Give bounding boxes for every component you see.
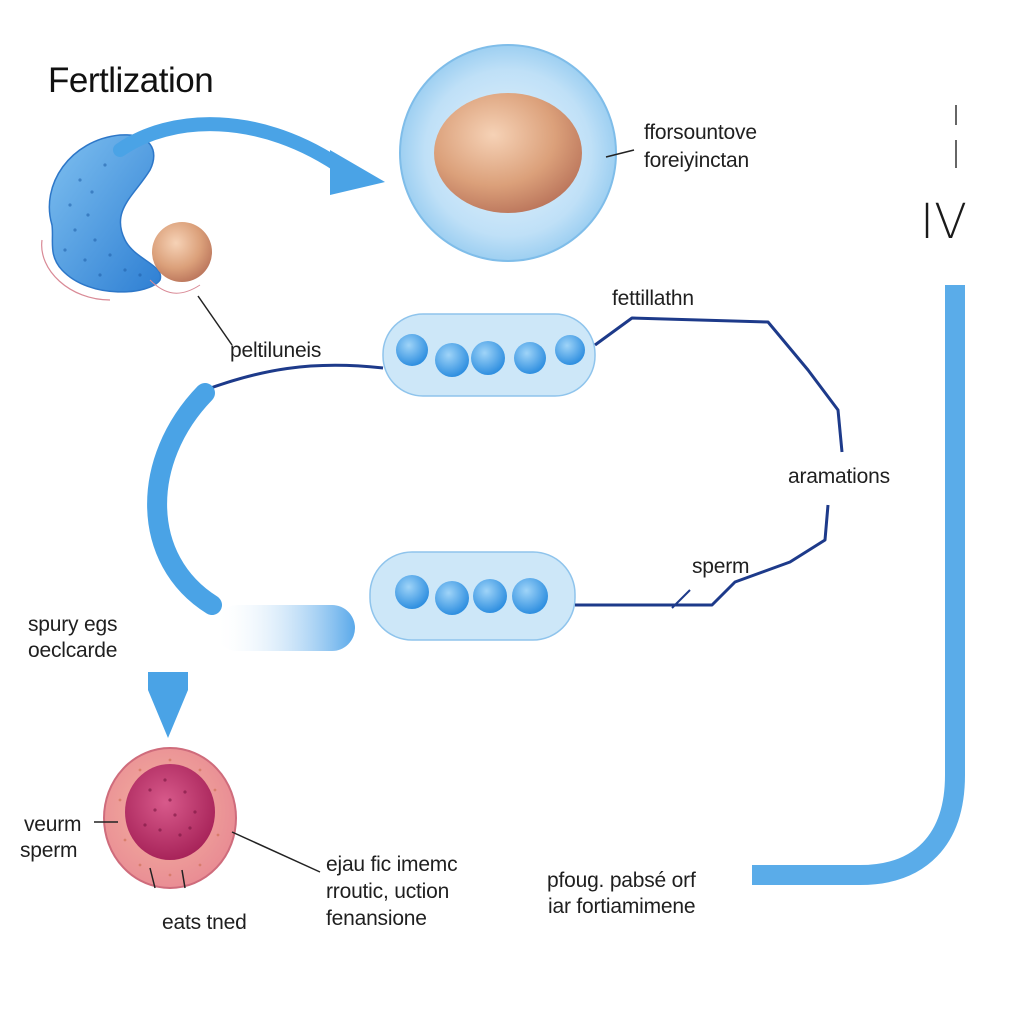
- label-ejau-3: fenansione: [326, 907, 427, 930]
- diagram-title: Fertlization: [48, 61, 214, 100]
- label-ejau-1: ejau fic imemc: [326, 853, 458, 876]
- label-spury-1: spury egs: [28, 613, 118, 636]
- upper-cell-cluster-icon: [382, 313, 596, 397]
- curled-body-icon: [41, 134, 162, 301]
- large-egg-icon: [399, 44, 617, 262]
- left-arc-bar: [147, 383, 222, 615]
- label-sperm: sperm: [692, 555, 750, 578]
- label-aramations: aramations: [788, 465, 890, 488]
- label-veurm-1: veurm: [24, 813, 82, 836]
- small-egg-icon: [152, 222, 212, 282]
- label-spury-2: oeclcarde: [28, 639, 118, 662]
- pink-cell-icon: [103, 747, 237, 889]
- navy-connector-line: [575, 316, 844, 607]
- down-arrow-icon: [148, 672, 188, 738]
- label-fettillathn: fettillathn: [612, 287, 694, 310]
- faded-capsule: [215, 605, 355, 651]
- label-fertilunels: peltiluneis: [230, 339, 322, 362]
- right-bracket-bar: [752, 285, 965, 885]
- label-veurm-2: sperm: [20, 839, 78, 862]
- label-top-right-1: fforsountove: [644, 121, 757, 144]
- label-eats-tned: eats tned: [162, 911, 247, 934]
- label-ejau-2: rroutic, uction: [326, 880, 450, 903]
- label-pfoug-2: iar fortiamimene: [548, 895, 696, 918]
- label-pfoug-1: pfoug. pabsé orf: [547, 869, 696, 892]
- curved-arrow-icon: [113, 117, 385, 195]
- lower-cell-cluster-icon: [369, 551, 576, 641]
- label-top-right-2: foreiyinctan: [644, 149, 749, 172]
- corner-mark: IV: [920, 194, 967, 250]
